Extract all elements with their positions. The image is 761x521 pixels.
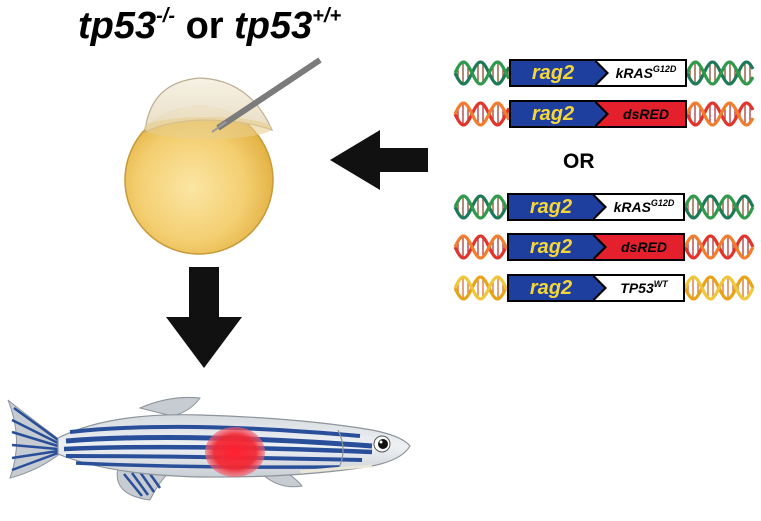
promoter-rag2: rag2 xyxy=(507,274,607,302)
dna-strand xyxy=(685,101,755,127)
dna-strand xyxy=(453,275,509,301)
dna-helix-icon xyxy=(685,60,755,86)
title-genotype-wildtype: tp53 xyxy=(234,5,313,47)
title-genotype-knockout: tp53 xyxy=(78,5,157,47)
promoter-label: rag2 xyxy=(531,62,575,84)
dna-helix-icon xyxy=(683,194,755,220)
dna-helix-icon xyxy=(453,60,511,86)
transgene-superscript: WT xyxy=(653,279,668,289)
transgene-label: kRAS xyxy=(613,199,651,215)
or-label: OR xyxy=(563,150,595,173)
promoter-arrow-tip-fill xyxy=(593,277,604,299)
dna-strand xyxy=(453,194,509,220)
promoter-arrow-tip-fill xyxy=(593,196,604,218)
transgene: kRASG12D xyxy=(595,59,687,87)
arrow-left-icon xyxy=(330,130,428,190)
dna-helix-icon xyxy=(453,234,509,260)
embryo-icon xyxy=(124,77,274,255)
title-connector: or xyxy=(175,5,235,47)
dna-strand xyxy=(685,60,755,86)
promoter-arrow-tip-fill xyxy=(593,236,604,258)
dna-strand xyxy=(453,194,509,220)
gene-construct: rag2 dsRED xyxy=(509,100,687,128)
transgene-label: TP53 xyxy=(620,280,654,296)
dna-helix-icon xyxy=(683,275,755,301)
arrow-down-icon xyxy=(166,267,242,368)
dna-strand xyxy=(685,101,755,127)
promoter-label: rag2 xyxy=(529,196,573,218)
dna-strand xyxy=(453,101,511,127)
transgene-label: dsRED xyxy=(621,239,667,255)
dna-helix-icon xyxy=(453,275,509,301)
dna-strand xyxy=(453,60,511,86)
injection-needle-icon xyxy=(211,57,322,133)
promoter-rag2: rag2 xyxy=(509,59,609,87)
zebrafish-icon xyxy=(7,397,411,501)
dna-helix-icon xyxy=(683,234,755,260)
transgene-label: kRAS xyxy=(615,65,653,81)
dna-strand xyxy=(685,60,755,86)
gene-construct: rag2 TP53WT xyxy=(507,274,685,302)
promoter-rag2: rag2 xyxy=(509,100,609,128)
dna-strand xyxy=(453,60,511,86)
transgene-label: dsRED xyxy=(623,106,669,122)
dna-strand xyxy=(453,234,509,260)
transgene: dsRED xyxy=(593,233,685,261)
title-sup-knockout: -/- xyxy=(156,5,176,27)
gene-construct: rag2 kRASG12D xyxy=(509,59,687,87)
promoter-label: rag2 xyxy=(529,236,573,258)
gene-construct: rag2 dsRED xyxy=(507,233,685,261)
dna-strand xyxy=(453,101,511,127)
dna-helix-icon xyxy=(685,101,755,127)
title-sup-wildtype: +/+ xyxy=(312,5,342,27)
dna-strand xyxy=(683,194,755,220)
dna-helix-icon xyxy=(453,194,509,220)
promoter-rag2: rag2 xyxy=(507,193,607,221)
transgene-superscript: G12D xyxy=(650,198,675,208)
promoter-label: rag2 xyxy=(529,277,573,299)
dna-helix-icon xyxy=(453,101,511,127)
dna-strand xyxy=(683,234,755,260)
dna-strand xyxy=(453,234,509,260)
transgene-superscript: G12D xyxy=(652,64,677,74)
dna-strand xyxy=(453,275,509,301)
promoter-arrow-tip-fill xyxy=(595,103,606,125)
promoter-label: rag2 xyxy=(531,103,575,125)
dna-strand xyxy=(683,275,755,301)
promoter-rag2: rag2 xyxy=(507,233,607,261)
promoter-arrow-tip-fill xyxy=(595,62,606,84)
gene-construct: rag2 kRASG12D xyxy=(507,193,685,221)
figure-title: tp53-/- or tp53+/+ xyxy=(78,4,408,54)
dna-helices xyxy=(453,60,755,301)
